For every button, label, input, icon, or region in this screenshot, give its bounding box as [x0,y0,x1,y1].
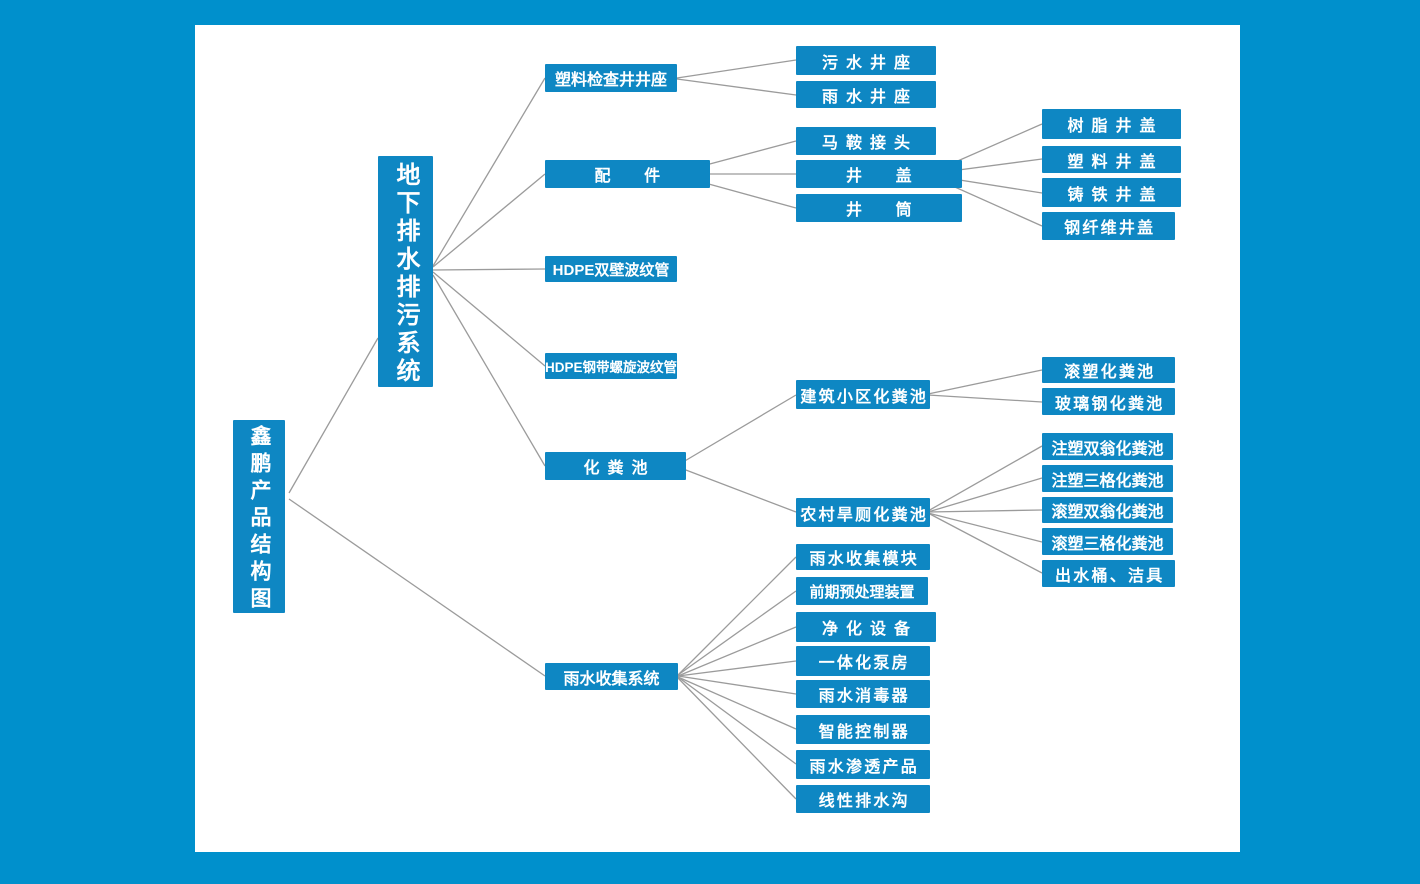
edge-line [677,394,797,466]
node-root-product-structure: 鑫鹏产品结构图 [233,420,285,614]
edge-line [677,675,797,695]
node-accessories: 配件 [545,160,710,188]
edge-line [927,512,1043,543]
node-manhole-cover: 井盖 [796,160,962,188]
node-outlet-bucket-sanitary-ware: 出水桶、洁具 [1042,560,1176,587]
node-rainwater-collection-system: 雨水收集系统 [545,663,678,690]
node-rainwater-disinfector: 雨水消毒器 [796,680,931,708]
edge-line [677,466,797,513]
edge-line [677,676,797,765]
edge-line [288,498,546,677]
edge-line [927,369,1043,395]
node-rotomolded-septic-tank: 滚塑化粪池 [1042,357,1176,383]
edge-line [927,509,1043,513]
node-intelligent-controller: 智能控制器 [796,715,931,744]
node-injection-three-cell-septic-tank: 注塑三格化粪池 [1042,465,1173,492]
edge-line [288,337,379,494]
node-cast-iron-cover: 铸铁井盖 [1042,178,1181,207]
edge-line [677,590,797,676]
edge-line [927,512,1043,574]
node-rural-dry-toilet-septic-tank: 农村旱厕化粪池 [796,498,931,527]
node-steel-fiber-cover: 钢纤维井盖 [1042,212,1176,240]
node-linear-drainage-ditch: 线性排水沟 [796,785,931,813]
node-resin-cover: 树脂井盖 [1042,109,1181,139]
edge-line [432,271,546,367]
edge-line [927,477,1043,513]
node-pretreatment-device: 前期预处理装置 [796,577,928,605]
edge-line [432,77,546,267]
edge-line [676,78,797,96]
node-injection-double-urn-septic-tank: 注塑双翁化粪池 [1042,433,1173,460]
node-rotomolded-double-urn-septic-tank: 滚塑双翁化粪池 [1042,497,1173,523]
node-underground-drainage-system: 地下排水排污系统 [378,156,433,387]
node-hdpe-steel-belt-spiral-pipe: HDPE钢带螺旋波纹管 [545,353,677,379]
edge-line [677,556,797,676]
node-plastic-cover: 塑料井盖 [1042,146,1181,173]
edge-line [677,676,797,730]
node-rainwater-well-seat: 雨水井座 [796,81,936,108]
node-fiberglass-septic-tank: 玻璃钢化粪池 [1042,388,1176,415]
edge-line [432,274,546,467]
node-well-barrel: 井筒 [796,194,962,222]
node-saddle-joint: 马鞍接头 [796,127,936,155]
diagram-panel: 鑫鹏产品结构图 地下排水排污系统 雨水收集系统 塑料检查井井座 配件 HDPE双… [195,25,1240,852]
node-hdpe-double-wall-corrugated-pipe: HDPE双壁波纹管 [545,256,677,282]
edge-line [927,394,1043,403]
node-rainwater-infiltration-products: 雨水渗透产品 [796,750,931,779]
edge-line [677,660,797,677]
edge-line [676,59,797,79]
node-purification-equipment: 净化设备 [796,612,936,642]
node-rotomolded-three-cell-septic-tank: 滚塑三格化粪池 [1042,528,1173,555]
node-sewage-well-seat: 污水井座 [796,46,936,75]
edge-line [432,173,546,268]
node-plastic-inspection-well-seat: 塑料检查井井座 [545,64,677,92]
edge-line [432,268,546,271]
node-septic-tank: 化粪池 [545,452,686,480]
node-integrated-pump-house: 一体化泵房 [796,646,931,676]
node-residential-septic-tank: 建筑小区化粪池 [796,380,931,409]
edge-line [927,445,1043,512]
edge-line [677,626,797,677]
edge-line [677,677,797,800]
node-rainwater-collection-module: 雨水收集模块 [796,544,931,570]
